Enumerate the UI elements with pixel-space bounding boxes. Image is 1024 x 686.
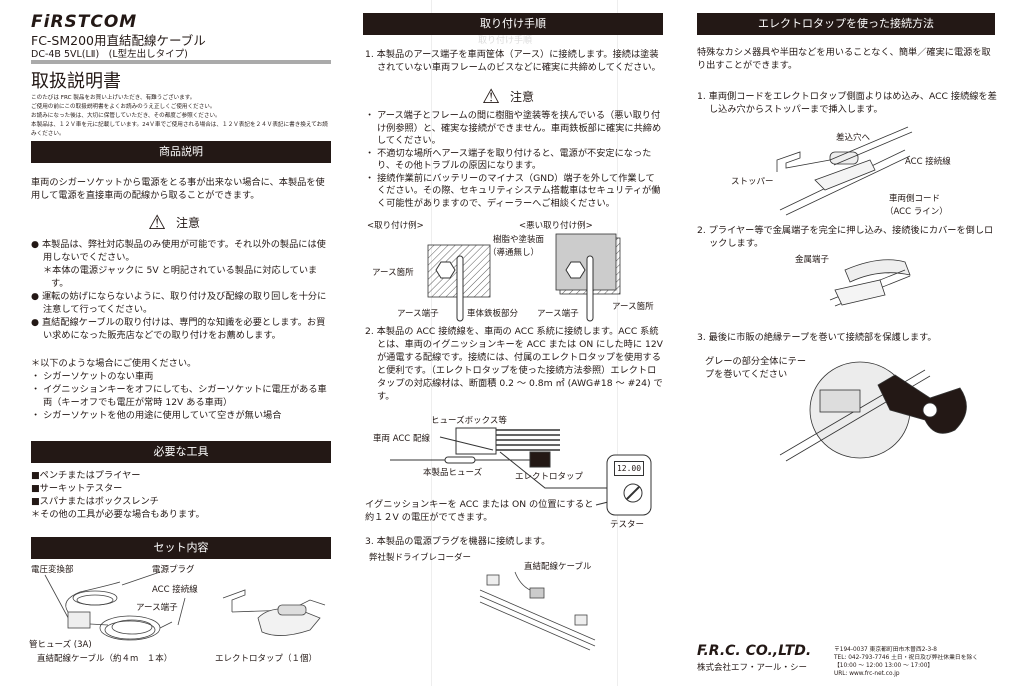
tools-list: ■ペンチまたはプライヤー ■サーキットテスター ■スパナまたはボックスレンチ ＊… — [31, 469, 205, 521]
tool-item: ■スパナまたはボックスレンチ — [31, 496, 159, 507]
tap-step-2: 2. プライヤー等で金属端子を完全に押し込み、接続後にカバーを倒しロックします。 — [697, 225, 994, 249]
intro-line: このたびは FRC 製品をお買い上げいただき、有難うございます。 — [31, 95, 196, 101]
usage-item: ・ シガーソケットを他の用途に使用していて空きが無い場合 — [31, 410, 282, 421]
tap-step-1: 1. 車両側コードをエレクトロタップ側面よりはめ込み、ACC 接続線を差し込み穴… — [697, 91, 997, 115]
usage-heading: ＊以下のような場合にご使用ください。 — [31, 358, 197, 369]
label-cable: 直結配線ケーブル — [524, 562, 592, 572]
section-install: 取り付け手順 — [363, 13, 663, 35]
usage-item: ・ シガーソケットのない車両 — [31, 371, 154, 382]
caution-list: ● 本製品は、弊社対応製品のみ使用が可能です。それ以外の製品には使用しないでくだ… — [31, 238, 331, 342]
bad-example-title: <悪い取り付け例> — [519, 221, 593, 231]
tool-item: ■サーキットテスター — [31, 483, 123, 494]
caution-item: ● 本製品は、弊社対応製品のみ使用が可能です。それ以外の製品には使用しないでくだ… — [31, 239, 326, 263]
caution-heading: ⚠注意 — [482, 84, 534, 108]
intro-text: このたびは FRC 製品をお買い上げいただき、有難うございます。 ご使用の前にこ… — [31, 94, 331, 139]
section-set: セット内容 — [31, 537, 331, 559]
earth-examples-illustration — [427, 233, 621, 322]
label-stopper: ストッパー — [731, 177, 774, 187]
install-step-1: 1. 本製品のアース端子を車両筐体（アース）に接続します。接続は塗装されていない… — [365, 49, 661, 73]
tel: TEL: 042-793-7746 土日・祝日及び弊社休業日を除く — [834, 655, 979, 661]
intro-line: 本製品は、１２Ｖ車を元に記載しています。24Ｖ車でご使用される場合は、１２Ｖ表記… — [31, 122, 328, 137]
caution-item: ・ 接続作業前にバッテリーのマイナス（GND）端子を外して作業してください。その… — [365, 172, 661, 209]
intro-line: ご使用の前にこの取扱説明書をよくお読みのうえ正しくご使用ください。 — [31, 104, 216, 110]
company-name: 株式会社エフ・アール・シー — [697, 663, 807, 673]
caution-item: ・ アース端子とフレームの間に樹脂や塗装等を挟んでいる（悪い取り付け例参照）と、… — [365, 110, 662, 146]
caution-item: ● 直結配線ケーブルの取り付けは、専門的な知識を必要とします。お買い求めになった… — [31, 317, 326, 341]
caution-note: ＊本体の電源ジャックに 5V と明記されている製品に対応しています。 — [43, 265, 318, 289]
label-earth-point: アース箇所 — [612, 302, 654, 312]
url-link[interactable]: URL: www.frc-net.co.jp — [834, 671, 900, 677]
label-acc: ACC 接続線 — [905, 157, 951, 167]
address: 〒194-0037 東京都町田市木曽西2-3-8 — [834, 647, 937, 653]
label-tester: テスター — [610, 520, 645, 530]
caution-item: ● 運転の妨げにならないように、取り付け及び配線の取り回しを十分に注意して行って… — [31, 291, 327, 315]
section-tap-method: エレクトロタップを使った接続方法 — [697, 13, 995, 35]
product-desc: 車両のシガーソケットから電源をとる事が出来ない場合に、本製品を使用して電源を直接… — [31, 177, 325, 201]
tap-intro: 特殊なカシメ器具や半田などを用いることなく、簡単／確実に電源を取り出すことができ… — [697, 47, 991, 71]
warning-icon: ⚠ — [482, 84, 500, 108]
tap-step-3: 3. 最後に市販の絶縁テープを巻いて接続部を保護します。 — [697, 332, 937, 343]
label-no-conduct: （導通無し） — [488, 248, 540, 258]
tools-note: ＊その他の工具が必要な場合もあります。 — [31, 509, 205, 520]
usage-item: ・ イグニッションキーをオフにしても、シガーソケットに電圧がある車両（キーオフで… — [31, 384, 327, 408]
label-earth: アース端子 — [136, 603, 178, 613]
label-fusebox: ヒューズボックス等 — [431, 416, 507, 426]
caution-item: ・ 不適切な場所へアース端子を取り付けると、電源が不安定になったり、その他トラブ… — [365, 147, 652, 172]
install-caution-list: ・ アース端子とフレームの間に樹脂や塗装等を挟んでいる（悪い取り付け例参照）と、… — [365, 110, 663, 210]
product-name: FC-SM200用直結配線ケーブル — [31, 33, 206, 48]
tap-insert-illustration — [776, 126, 913, 216]
label-hole: 差込穴へ — [836, 133, 871, 143]
label-fuse: 管ヒューズ (3A) — [29, 640, 92, 650]
label-metal: 金属端子 — [795, 255, 830, 265]
tool-item: ■ペンチまたはプライヤー — [31, 470, 141, 481]
label-tap: エレクトロタップ — [515, 472, 584, 482]
label-recorder: 弊社製ドライブレコーダー — [369, 553, 472, 563]
label-fuse: 本製品ヒューズ — [423, 468, 483, 478]
section-tools: 必要な工具 — [31, 441, 331, 463]
label-cord: 車両側コード — [889, 194, 941, 204]
install-step-2: 2. 本製品の ACC 接続線を、車両の ACC 系統に接続します。ACC 系統… — [365, 326, 663, 402]
label-terminal: アース端子 — [537, 309, 579, 319]
tape-wrap-illustration — [779, 361, 967, 462]
gray-note: グレーの部分全体にテープを巻いてください — [705, 356, 807, 380]
tap-press-illustration — [829, 259, 911, 307]
label-acc: ACC 接続線 — [152, 585, 198, 595]
good-example-title: <取り付け例> — [367, 221, 424, 231]
caution-heading: ⚠注意 — [148, 210, 200, 234]
label-plug: 電源プラグ — [152, 565, 195, 575]
hours: 【10:00 ～ 12:00 13:00 ～ 17:00】 — [834, 663, 934, 669]
ghost-title: 取り付け手順 — [478, 36, 533, 46]
usage-list: ＊以下のような場合にご使用ください。 ・ シガーソケットのない車両 ・ イグニッ… — [31, 357, 331, 422]
recorder-illustration — [479, 571, 596, 651]
voltage-note: イグニッションキーを ACC または ON の位置にすると約１２V の電圧がでて… — [365, 499, 594, 523]
frc-logo: F.R.C. CO.,LTD. — [697, 643, 812, 659]
install-step-3: 3. 本製品の電源プラグを機器に接続します。 — [365, 536, 551, 547]
label-resin: 樹脂や塗装面 — [493, 235, 545, 245]
title-divider — [31, 60, 331, 64]
section-product: 商品説明 — [31, 141, 331, 163]
label-earth-point: アース箇所 — [372, 268, 414, 278]
label-cord-acc: （ACC ライン） — [885, 207, 948, 217]
intro-line: お読みになった後は、大切に保管していただき、その都度ご参照ください。 — [31, 113, 221, 119]
company-contact: 〒194-0037 東京都町田市木曽西2-3-8 TEL: 042-793-77… — [834, 646, 978, 678]
doc-title: 取扱説明書 — [31, 71, 121, 92]
warning-icon: ⚠ — [148, 210, 166, 234]
brand-logo: FiRSTCOM — [31, 12, 138, 32]
label-tap: エレクトロタップ（１個） — [215, 654, 318, 664]
tester-display: 12.00 — [614, 461, 644, 476]
label-body: 車体鉄板部分 — [467, 309, 519, 319]
model-name: DC-4B 5VL(LⅡ) (L型左出しタイプ) — [31, 49, 188, 60]
label-acc-wire: 車両 ACC 配線 — [373, 434, 430, 444]
set-contents-illustration — [44, 571, 326, 641]
label-cable: 直結配線ケーブル（約４m １本） — [37, 654, 173, 664]
label-terminal: アース端子 — [397, 309, 439, 319]
label-converter: 電圧変換部 — [31, 565, 74, 575]
